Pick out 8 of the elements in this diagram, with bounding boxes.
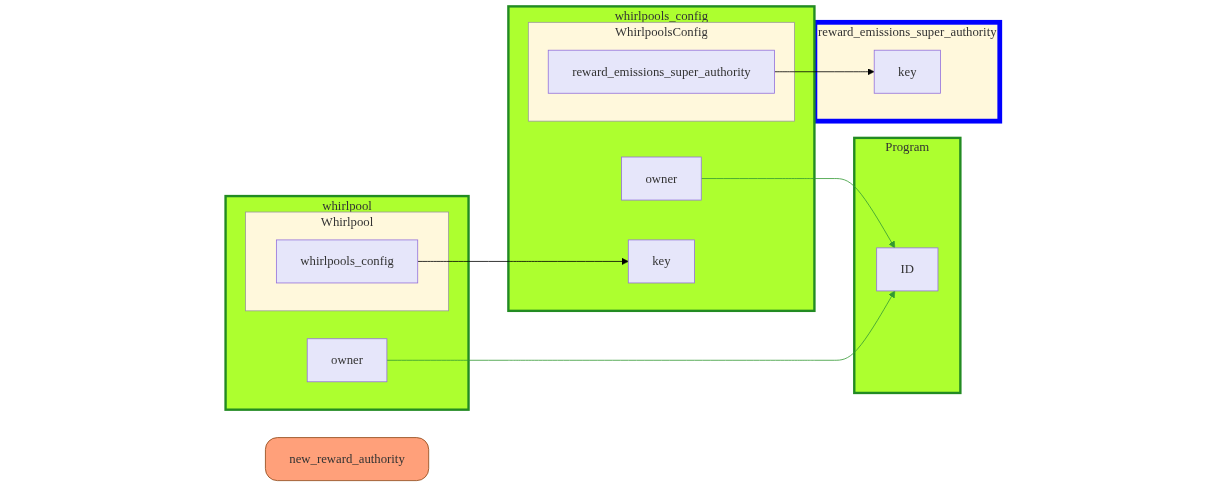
node-box: whirlpools_config [275, 239, 418, 284]
node-box: owner [621, 156, 702, 201]
node-box: new_reward_authority [264, 437, 429, 481]
node-box: ID [876, 247, 939, 292]
node-box: owner [306, 338, 388, 383]
node-box: reward_emissions_super_authority [547, 49, 775, 94]
node-box: key [627, 239, 695, 284]
node-box: key [873, 49, 941, 94]
